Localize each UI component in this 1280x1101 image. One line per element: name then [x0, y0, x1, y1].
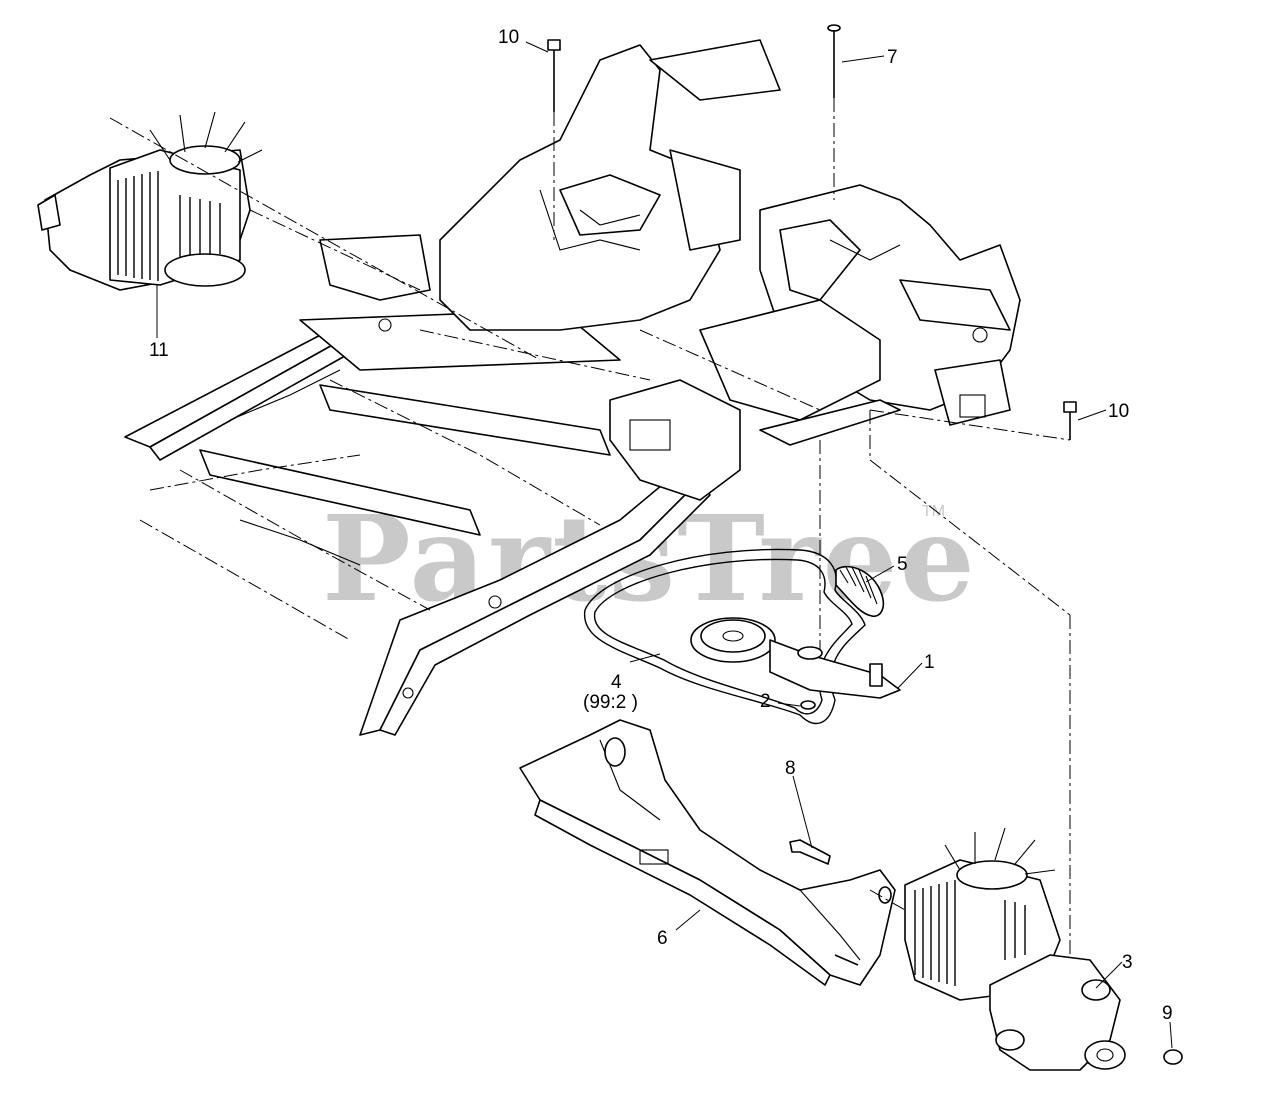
- bolts: [547, 24, 1183, 1065]
- callout-11: 11: [149, 340, 169, 361]
- callout-1: 1: [924, 652, 935, 673]
- callout-8: 8: [785, 758, 796, 779]
- callout-2: 2: [760, 691, 771, 712]
- callout-10-top: 10: [498, 27, 519, 48]
- callout-10-right: 10: [1108, 401, 1129, 422]
- callout-3: 3: [1122, 952, 1133, 973]
- main-frame: [124, 39, 1021, 736]
- leader-lines: [156, 41, 1173, 1049]
- callout-6: 6: [657, 928, 668, 949]
- callout-9: 9: [1162, 1003, 1173, 1024]
- transaxle-right: [869, 827, 1126, 1071]
- callout-5: 5: [897, 554, 908, 575]
- transaxle-left: [37, 111, 541, 361]
- callout-labels: 10 7 11 10 5 1 4 (99:2 ) 2 8 6 3 9: [149, 27, 1173, 1024]
- callout-7: 7: [887, 47, 898, 68]
- watermark-trademark: TM: [922, 503, 945, 520]
- cross-bracket: [519, 719, 896, 986]
- callout-4-subtitle: (99:2 ): [583, 692, 638, 713]
- callout-4: 4: [611, 672, 622, 693]
